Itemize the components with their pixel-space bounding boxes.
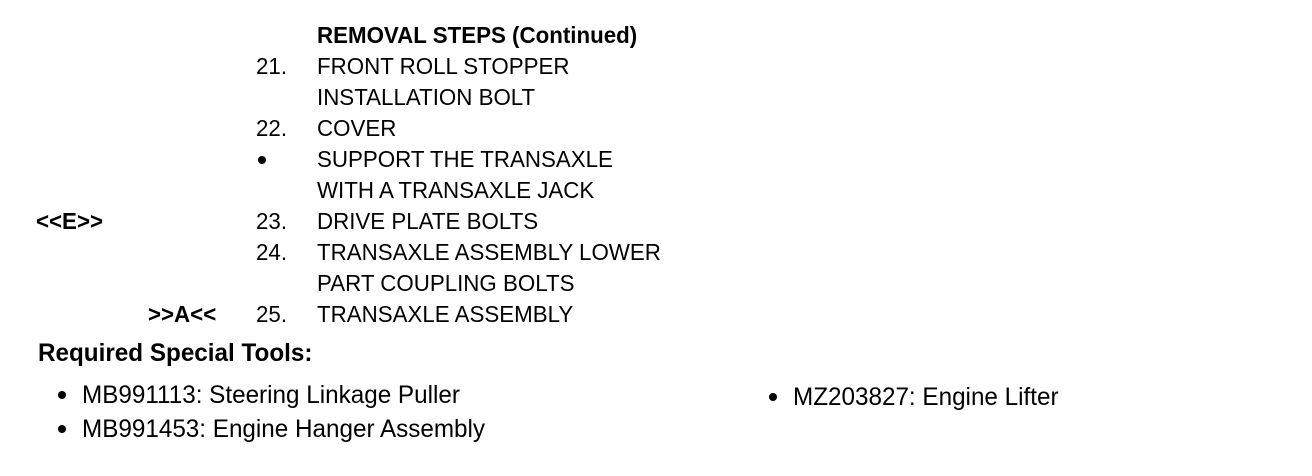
step-tag: <<E>> — [36, 208, 104, 234]
bullet-icon — [258, 156, 266, 164]
tool-item: MZ203827: Engine Lifter — [793, 383, 1059, 411]
step-number: 21. — [256, 53, 288, 79]
removal-steps-heading: REMOVAL STEPS (Continued) — [317, 22, 638, 48]
step-number: 23. — [256, 208, 288, 234]
bullet-icon — [769, 393, 777, 401]
step-number: 25. — [256, 301, 288, 327]
step-text: DRIVE PLATE BOLTS — [317, 208, 539, 234]
step-text: TRANSAXLE ASSEMBLY LOWER — [317, 239, 661, 265]
step-tag: >>A<< — [148, 301, 217, 327]
step-number: 22. — [256, 115, 288, 141]
step-text: SUPPORT THE TRANSAXLE — [317, 146, 613, 172]
step-text: INSTALLATION BOLT — [317, 84, 536, 110]
step-text: WITH A TRANSAXLE JACK — [317, 177, 595, 203]
bullet-icon — [58, 391, 66, 399]
tool-item: MB991113: Steering Linkage Puller — [82, 381, 460, 409]
step-text: COVER — [317, 115, 397, 141]
step-text: TRANSAXLE ASSEMBLY — [317, 301, 574, 327]
tools-heading: Required Special Tools: — [38, 339, 313, 367]
step-number: 24. — [256, 239, 288, 265]
bullet-icon — [58, 425, 66, 433]
tool-item: MB991453: Engine Hanger Assembly — [82, 415, 486, 443]
step-text: FRONT ROLL STOPPER — [317, 53, 570, 79]
step-text: PART COUPLING BOLTS — [317, 270, 575, 296]
